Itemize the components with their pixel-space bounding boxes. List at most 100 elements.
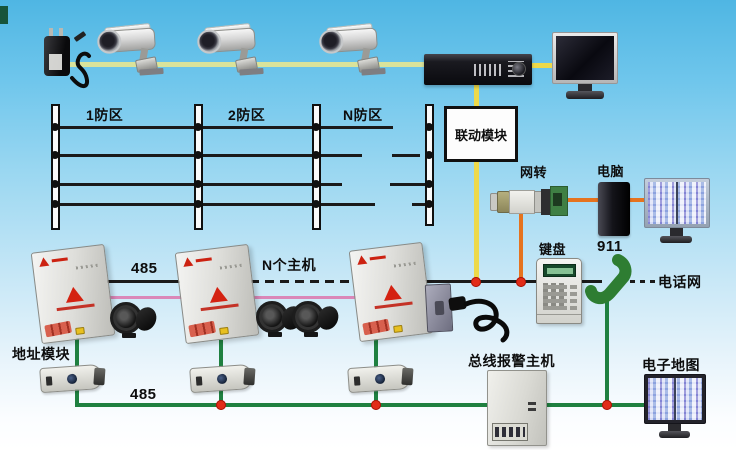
zone-wire-4 (55, 203, 375, 206)
zone-dot (194, 151, 202, 159)
junction-dot-bus-3 (371, 400, 381, 410)
terminal-block (362, 318, 391, 336)
siren-3 (292, 297, 343, 337)
panel-vents (219, 263, 242, 270)
zone-dot (194, 123, 202, 131)
rs485-top-label: 485 (131, 260, 158, 277)
screen-divider (674, 378, 676, 420)
junction-dot-video (471, 277, 481, 287)
terminal-block (188, 320, 217, 338)
zone-dot (312, 123, 320, 131)
keypad-keys (543, 283, 567, 310)
zone-n-label: N防区 (343, 107, 383, 123)
bus-alarm-host-label: 总线报警主机 (468, 353, 555, 369)
brand-triangle-icon (356, 254, 368, 265)
converter-down-line (519, 212, 523, 280)
socket-hole (434, 300, 445, 316)
address-module-1 (39, 363, 106, 394)
phone-drop-line (605, 298, 609, 407)
cabinet-keypad-keys (495, 427, 525, 437)
zone-pole-4 (425, 104, 434, 226)
camera-3 (318, 20, 392, 83)
buzzer (219, 326, 229, 335)
zone-dot (51, 123, 59, 131)
monitor-neck (578, 84, 592, 91)
panel-vents (393, 261, 416, 268)
zone-wire-2 (55, 154, 362, 157)
module-end-cap (93, 367, 106, 386)
electronic-map-label: 电子地图 (642, 357, 700, 373)
net-converter-label: 网转 (520, 165, 548, 180)
bus-alarm-host-cabinet (487, 370, 547, 446)
buzzer (75, 326, 85, 335)
power-plug-cable (463, 298, 510, 343)
zone-pole-3 (312, 104, 321, 230)
phone-network-dashed-wire (630, 280, 658, 283)
module-end-cap (401, 367, 414, 386)
module-indicator (374, 373, 386, 385)
module-slot (353, 376, 361, 386)
converter-body (509, 190, 535, 214)
panel-vents (75, 263, 98, 270)
module-end-cap (243, 367, 256, 386)
zone-wire-3-stub (390, 183, 430, 186)
monitor-base (659, 431, 690, 438)
dvr-down-line (474, 84, 479, 281)
adapter-prong (59, 28, 63, 37)
terminal-block (44, 320, 73, 338)
keypad-seam (537, 314, 581, 315)
zone-dot (312, 180, 320, 188)
brand-triangle-icon (38, 256, 50, 267)
dvr-buttons (474, 64, 504, 76)
adapter-cable (70, 51, 91, 88)
keypad-lcd (543, 264, 576, 277)
brand-text (195, 257, 212, 263)
module-indicator (66, 373, 78, 385)
address-module-2 (189, 363, 256, 394)
computer-to-monitor-line (628, 198, 650, 202)
n-hosts-label: N个主机 (262, 257, 317, 273)
warning-triangle-icon (64, 285, 84, 303)
camera-1 (96, 20, 170, 83)
zone-dot (425, 200, 433, 208)
rs485-bottom-bus-line (75, 403, 648, 407)
computer-tower (598, 182, 630, 236)
dvr (424, 54, 532, 85)
camera-bracket-base (239, 67, 264, 76)
converter-to-computer-line (565, 198, 601, 202)
warning-triangle-icon (208, 285, 228, 303)
zone-pole-1 (51, 104, 60, 230)
alarm-host-2 (174, 243, 260, 345)
alarm-host-3 (348, 241, 434, 343)
host-to-keypad-wire (368, 280, 602, 283)
camera-bracket-base (361, 67, 386, 76)
siren-foot (268, 332, 282, 337)
module-indicator (216, 373, 228, 385)
warning-text (374, 301, 413, 310)
power-adapter (42, 28, 91, 98)
zone-dot (425, 180, 433, 188)
alarm-keypad (536, 258, 582, 324)
siren-foot (304, 332, 318, 337)
junction-dot-bus-phone (602, 400, 612, 410)
converter-chip (553, 193, 562, 206)
brand-triangle-icon (182, 256, 194, 267)
junction-dot-serial (516, 277, 526, 287)
zone-wire-1 (55, 126, 393, 129)
corner-green-square (0, 6, 8, 24)
zone-dot (194, 200, 202, 208)
junction-dot-bus-2 (216, 400, 226, 410)
warning-text (56, 303, 95, 312)
monitor-base (660, 236, 692, 243)
linkage-module-label: 联动模块 (454, 127, 507, 143)
zone-wire-2-stub (392, 154, 420, 157)
zone-pole-2 (194, 104, 203, 230)
dvr-knob (512, 62, 526, 76)
zone-dot (51, 200, 59, 208)
cabinet-vents (528, 401, 536, 411)
brand-text (51, 257, 68, 263)
zone-wire-4-stub (412, 203, 430, 206)
rs485-bottom-label: 485 (130, 386, 157, 403)
zone-dot (51, 151, 59, 159)
phone-network-label: 电话网 (658, 274, 702, 290)
